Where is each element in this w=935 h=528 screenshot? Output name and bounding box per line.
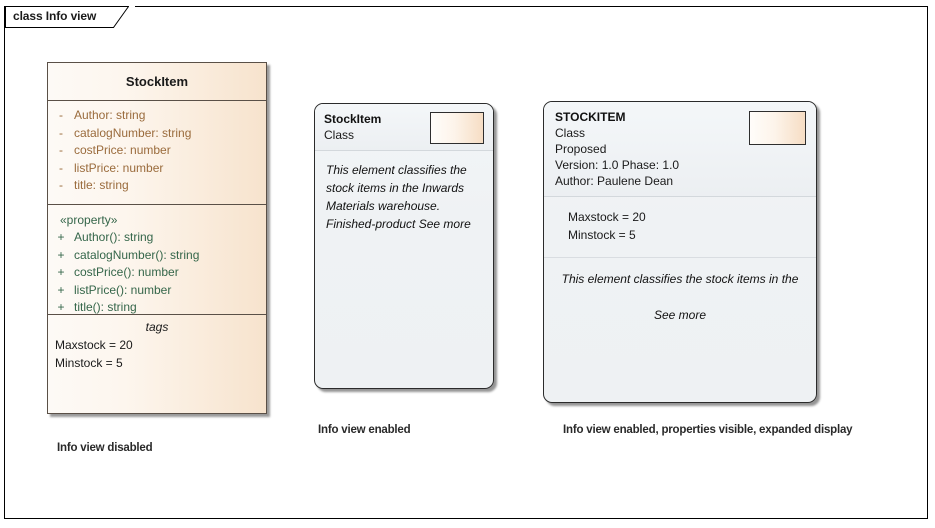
infoview-header: StockItem Class [315,104,493,151]
operation-visibility: + [57,247,65,262]
attribute-label: Author: string [74,108,146,122]
operation-label: costPrice(): number [74,265,179,279]
attribute-label: listPrice: number [74,160,164,175]
property-row: Maxstock = 20 [568,210,646,224]
attribute-row: - costPrice: number [48,142,266,160]
class-element-stockitem-classic[interactable]: StockItem - Author: string - catalogNumb… [47,62,267,414]
attributes-compartment: - Author: string - catalogNumber: string… [48,101,266,205]
attribute-visibility: - [59,178,63,192]
note-line-see-more[interactable]: Finished-product See more [326,217,471,231]
attribute-row: - listPrice: number [48,160,266,178]
tag-row: Maxstock = 20 [55,338,133,352]
expanded-element-type: Class [555,126,586,140]
attribute-row: - Author: string [48,107,266,125]
tags-compartment: tags Maxstock = 20 Minstock = 5 [48,315,266,413]
note-line-see-more[interactable]: See more [653,308,707,322]
class-element-icon [430,112,484,144]
expanded-properties-section: Maxstock = 20 Minstock = 5 [544,197,816,258]
caption-info-view-enabled: Info view enabled [318,424,411,436]
attribute-label: costPrice: number [74,143,171,157]
operation-visibility: + [57,265,65,279]
operation-label: title(): string [74,300,137,314]
operation-label: catalogNumber(): string [74,247,200,262]
infoview-notes: This element classifies the stock items … [315,151,493,233]
infoview-element-name: StockItem [324,112,382,126]
note-line-spacer [556,288,804,306]
operation-row: + Author(): string [48,229,266,247]
diagram-frame-border [4,6,928,519]
caption-info-view-disabled: Info view disabled [57,442,153,454]
note-line: Materials warehouse. [326,199,441,213]
attribute-label: catalogNumber: string [74,125,192,140]
attribute-row: - title: string [48,177,266,195]
expanded-element-name: STOCKITEM [555,110,626,124]
expanded-element-status: Proposed [555,142,607,156]
note-line: This element classifies the [326,163,467,177]
tag-row: Minstock = 5 [55,355,123,370]
operation-visibility: + [57,230,65,244]
expanded-element-author: Author: Paulene Dean [555,174,674,188]
property-row: Minstock = 5 [568,228,636,242]
attribute-visibility: - [59,160,63,175]
attribute-row: - catalogNumber: string [48,125,266,143]
operations-stereotype: «property» [60,213,118,227]
operation-row: + title(): string [48,299,266,317]
caption-info-view-expanded: Info view enabled, properties visible, e… [563,424,853,436]
operation-label: Author(): string [74,230,154,244]
class-element-stockitem-expanded[interactable]: STOCKITEM Class Proposed Version: 1.0 Ph… [543,101,817,403]
operation-row: + listPrice(): number [48,282,266,300]
expanded-notes: This element classifies the stock items … [544,258,816,324]
class-name-compartment: StockItem [48,63,266,101]
operation-row: + costPrice(): number [48,264,266,282]
attribute-visibility: - [59,108,63,122]
diagram-name-tab[interactable]: class Info view [5,6,129,28]
operations-compartment: «property» + Author(): string + catalogN… [48,205,266,315]
operation-visibility: + [57,282,65,297]
class-element-stockitem-infoview[interactable]: StockItem Class This element classifies … [314,103,494,389]
expanded-header: STOCKITEM Class Proposed Version: 1.0 Ph… [544,102,816,197]
diagram-tab-shape [5,6,129,28]
operation-row: + catalogNumber(): string [48,247,266,265]
diagram-frame-notch [5,0,135,8]
class-element-icon [749,111,806,145]
expanded-element-version-phase: Version: 1.0 Phase: 1.0 [555,158,680,172]
attribute-visibility: - [59,143,63,157]
note-line: stock items in the Inwards [326,181,465,195]
operation-label: listPrice(): number [74,282,172,297]
operation-visibility: + [57,300,65,314]
tags-compartment-title: tags [145,320,169,334]
attribute-label: title: string [74,178,129,192]
note-line: This element classifies the stock items … [561,272,799,286]
infoview-element-type: Class [324,128,355,142]
attribute-visibility: - [59,125,63,140]
diagram-tab-label: class Info view [13,9,97,23]
